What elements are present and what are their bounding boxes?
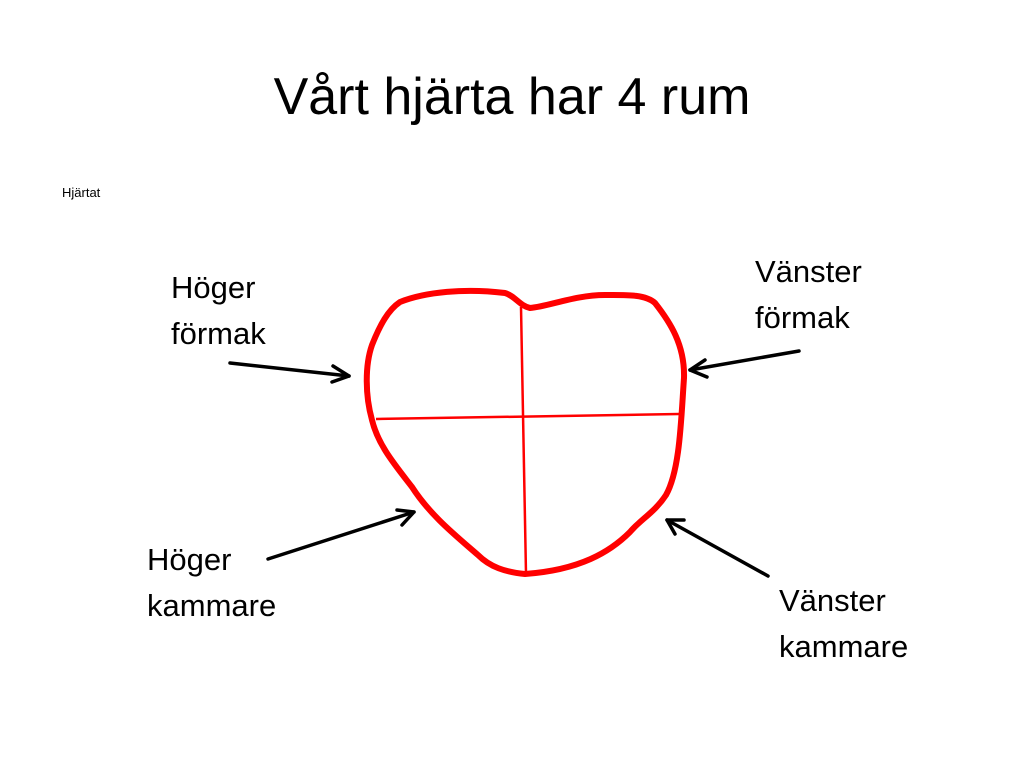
label-right-atrium-line2: förmak [171, 316, 266, 351]
arrow-right-atrium [228, 361, 351, 384]
label-left-ventricle-line1: Vänster [779, 583, 886, 618]
label-right-ventricle: Höger kammare [147, 537, 276, 629]
image-caption: Hjärtat [62, 185, 101, 200]
label-right-atrium-line1: Höger [171, 270, 256, 305]
arrow-right-ventricle [266, 508, 416, 561]
heart-outline [363, 287, 688, 577]
label-right-ventricle-line1: Höger [147, 542, 232, 577]
arrow-left-ventricle [665, 518, 770, 578]
label-left-ventricle: Vänster kammare [779, 578, 908, 670]
label-left-atrium-line2: förmak [755, 300, 850, 335]
label-right-atrium: Höger förmak [171, 265, 266, 357]
horizontal-divider [375, 412, 680, 421]
vertical-divider [519, 306, 528, 575]
label-left-ventricle-line2: kammare [779, 629, 909, 664]
slide-title: Vårt hjärta har 4 rum [273, 68, 751, 126]
label-left-atrium-line1: Vänster [755, 254, 862, 289]
arrow-left-atrium [688, 349, 801, 379]
label-right-ventricle-line2: kammare [147, 588, 277, 623]
label-left-atrium: Vänster förmak [755, 249, 862, 341]
